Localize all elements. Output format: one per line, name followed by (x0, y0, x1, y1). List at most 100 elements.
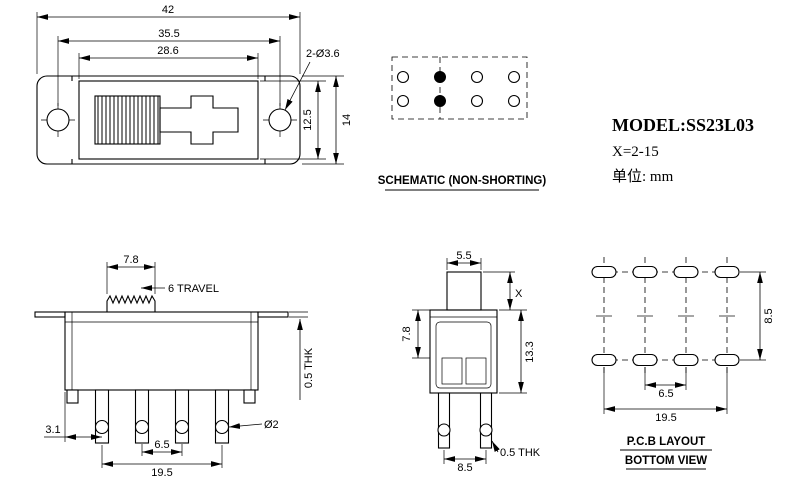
dim-side-row-pitch: 8.5 (443, 450, 487, 474)
bracket-flange-left (34, 311, 66, 318)
schematic-view: SCHEMATIC (NON-SHORTING) (378, 56, 547, 191)
callout-pin-thickness: 0.5 THK (491, 440, 541, 459)
dim-hole-pitch-label: 35.5 (158, 28, 179, 40)
terminal-window (441, 357, 463, 385)
dim-side-row-pitch-label: 8.5 (457, 462, 472, 474)
pin-hole (214, 419, 230, 435)
bracket-outline (36, 75, 301, 165)
callout-mounting-holes-label: 2-Ø3.6 (306, 48, 340, 60)
dim-bracket-thickness-label: 0.5 THK (303, 347, 315, 388)
schematic-contact-active (434, 71, 446, 83)
side-body-inner (435, 321, 492, 389)
dim-side-knob-width: 5.5 (446, 250, 482, 270)
dim-knob-height: X (483, 271, 527, 311)
side-body-outline (429, 309, 498, 394)
pcb-caption-line2: BOTTOM VIEW (625, 455, 707, 467)
bracket-flange-right (257, 311, 289, 318)
schematic-caption: SCHEMATIC (NON-SHORTING) (378, 175, 547, 187)
schematic-contact (507, 70, 521, 84)
dim-pin-pitch: 6.5 (141, 439, 183, 456)
dim-hole-pitch: 35.5 (57, 28, 281, 106)
end-tab (66, 389, 79, 404)
knob-serration-profile (106, 294, 156, 312)
dim-body-height: 12.5 (260, 80, 326, 160)
dim-overall-width: 42 (36, 4, 301, 74)
front-view: 7.8 6 TRAVEL 0.5 THK 3.1 6.5 (34, 254, 315, 479)
front-body-outline (64, 311, 259, 391)
pin-hole (94, 419, 110, 435)
dim-pin-span: 19.5 (101, 445, 223, 479)
schematic-contact (470, 70, 484, 84)
top-view: 42 35.5 28.6 2-Ø3.6 12.5 (36, 4, 353, 165)
pin-hole (134, 419, 150, 435)
dim-pcb-col-pitch-label: 6.5 (658, 388, 673, 400)
dim-knob-width-label: 7.8 (123, 254, 138, 266)
pin (437, 392, 451, 449)
dim-pcb-row-pitch: 8.5 (740, 271, 775, 361)
dim-knob-width: 7.8 (106, 254, 156, 294)
slider-knob-serrated (94, 95, 161, 145)
dim-side-body-depth-label: 7.8 (401, 326, 413, 341)
dim-pcb-span: 19.5 (603, 367, 728, 424)
terminal-window (465, 357, 487, 385)
mounting-hole-right (268, 108, 292, 132)
dim-travel: 6 TRAVEL (141, 283, 219, 295)
dim-travel-label: 6 TRAVEL (168, 283, 219, 295)
side-knob (446, 271, 482, 311)
pin-hole (437, 423, 451, 437)
pcb-pad (591, 353, 617, 367)
title-block: MODEL:SS23L03 X=2-15 单位: mm (612, 115, 754, 185)
pin (174, 389, 190, 444)
dim-pin-span-label: 19.5 (151, 467, 172, 479)
side-view: 5.5 X 13.3 7.8 8.5 (401, 250, 541, 474)
callout-pin-thickness-label: 0.5 THK (500, 447, 541, 459)
dim-overall-width-label: 42 (162, 4, 174, 16)
schematic-contact (470, 94, 484, 108)
dim-pin-offset: 3.1 (44, 392, 102, 442)
pin (214, 389, 230, 444)
slider-slot (159, 95, 239, 145)
dim-body-width: 28.6 (78, 45, 259, 79)
pcb-caption-line1: P.C.B LAYOUT (627, 436, 706, 448)
pcb-pad (673, 265, 699, 279)
pcb-pad (714, 265, 740, 279)
pin (94, 389, 110, 444)
pcb-pad (632, 353, 658, 367)
dim-pcb-span-label: 19.5 (655, 412, 676, 424)
pin-hole (174, 419, 190, 435)
callout-mounting-holes: 2-Ø3.6 (284, 48, 340, 111)
dim-overall-height-label: 14 (341, 114, 353, 126)
schematic-contact (396, 94, 410, 108)
dim-overall-height: 14 (302, 75, 353, 165)
switch-body-outline (78, 80, 259, 160)
dim-body-height-label: 12.5 (302, 109, 314, 130)
pcb-view: 8.5 6.5 19.5 P.C.B LAYOUT BOTTOM VIEW (591, 257, 775, 470)
pcb-pad (714, 353, 740, 367)
x-spec: X=2-15 (612, 144, 659, 160)
dim-side-knob-width-label: 5.5 (456, 250, 471, 262)
callout-pin-hole-label: Ø2 (264, 419, 279, 431)
schematic-contact (507, 94, 521, 108)
pcb-pad (673, 353, 699, 367)
pin (134, 389, 150, 444)
schematic-frame (391, 56, 528, 120)
pin (479, 392, 493, 449)
mounting-hole-left (46, 108, 70, 132)
end-tab (243, 389, 256, 404)
model-number: MODEL:SS23L03 (612, 115, 754, 135)
dim-pin-pitch-label: 6.5 (154, 439, 169, 451)
dim-side-body-height: 13.3 (499, 310, 536, 394)
schematic-contact (396, 70, 410, 84)
unit-note: 单位: mm (612, 168, 674, 185)
schematic-contact-active (434, 95, 446, 107)
dim-side-body-height-label: 13.3 (524, 341, 536, 362)
dim-knob-height-label: X (515, 288, 523, 300)
dim-pcb-row-pitch-label: 8.5 (763, 308, 775, 323)
pin-hole (479, 423, 493, 437)
pcb-pad (591, 265, 617, 279)
dim-bracket-thickness: 0.5 THK (289, 311, 315, 400)
dim-body-width-label: 28.6 (157, 45, 178, 57)
dim-pcb-col-pitch: 6.5 (644, 367, 687, 400)
